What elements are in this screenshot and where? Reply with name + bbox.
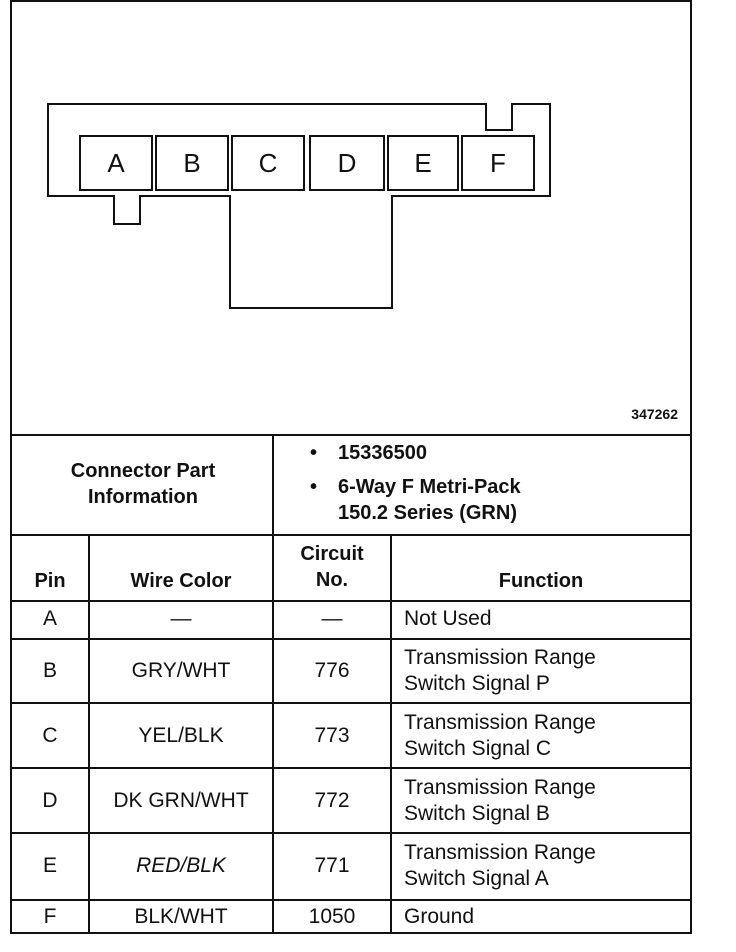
cell-wire: RED/BLK (136, 854, 226, 877)
divider (12, 534, 690, 536)
pin-label-e: E (414, 148, 432, 178)
description-line: 150.2 Series (GRN) (338, 502, 517, 524)
pin-label-d: D (337, 148, 357, 178)
divider (12, 832, 690, 834)
title-line: Connector Part (70, 460, 216, 482)
figure-number: 347262 (631, 406, 678, 422)
divider (88, 534, 90, 934)
pin-label-a: A (107, 148, 125, 178)
divider (12, 899, 690, 901)
cell-function: Transmission Range Switch Signal A (404, 840, 596, 892)
header-line: No. (315, 569, 349, 591)
cell-function: Not Used (404, 607, 492, 630)
cell-function: Transmission Range Switch Signal C (404, 710, 596, 762)
cell-pin: D (42, 789, 58, 812)
header-wire-color: Wire Color (130, 570, 232, 592)
cell-wire: — (170, 607, 192, 630)
bullet-icon: • (310, 442, 318, 464)
divider (12, 638, 690, 640)
title-line: Information (88, 486, 198, 508)
description-item: • 6-Way F Metri-Pack (310, 474, 521, 500)
pin-label-c: C (258, 148, 278, 178)
function-line: Switch Signal P (404, 672, 550, 695)
cell-pin: C (42, 724, 58, 747)
connector-part-info-title: Connector Part Information (12, 458, 274, 510)
function-line: Transmission Range (404, 646, 596, 669)
part-number-item: • 15336500 (310, 440, 521, 466)
function-line: Transmission Range (404, 711, 596, 734)
pin-label-f: F (490, 148, 506, 178)
function-line: Transmission Range (404, 841, 596, 864)
connector-part-info: • 15336500 • 6-Way F Metri-Pack 150.2 Seri… (310, 440, 521, 526)
cell-wire: BLK/WHT (134, 905, 228, 928)
connector-diagram: A B C D E F 347262 (12, 2, 690, 434)
cell-circuit: 773 (314, 724, 350, 747)
divider (12, 434, 690, 436)
cell-circuit: 1050 (308, 905, 356, 928)
header-circuit-no: Circuit No. (274, 541, 390, 593)
cell-pin: A (42, 607, 57, 630)
cell-pin: B (42, 659, 57, 682)
header-function: Function (498, 570, 584, 592)
divider (12, 600, 690, 602)
pin-label-b: B (183, 148, 201, 178)
cell-wire: DK GRN/WHT (113, 789, 249, 812)
connector-sheet: A B C D E F 347262 Connector Part Inform… (10, 0, 692, 934)
cell-pin: F (43, 905, 57, 928)
divider (390, 534, 392, 934)
cell-function: Ground (404, 905, 475, 928)
cell-wire: YEL/BLK (138, 724, 224, 747)
divider (12, 702, 690, 704)
cell-function: Transmission Range Switch Signal P (404, 645, 596, 697)
cell-circuit: — (321, 607, 343, 630)
description-line: 6-Way F Metri-Pack (338, 476, 521, 498)
header-line: Circuit (300, 543, 364, 565)
connector-face-drawing (47, 103, 551, 309)
cell-function: Transmission Range Switch Signal B (404, 775, 596, 827)
divider (272, 434, 274, 534)
header-pin: Pin (34, 570, 66, 592)
divider (12, 767, 690, 769)
part-number: 15336500 (338, 442, 427, 464)
function-line: Switch Signal A (404, 867, 549, 890)
cell-circuit: 771 (314, 854, 350, 877)
cell-circuit: 776 (314, 659, 350, 682)
function-line: Switch Signal B (404, 802, 550, 825)
function-line: Switch Signal C (404, 737, 552, 760)
cell-wire: GRY/WHT (131, 659, 231, 682)
divider (272, 534, 274, 934)
bullet-icon: • (310, 476, 318, 498)
cell-circuit: 772 (314, 789, 350, 812)
cell-pin: E (42, 854, 57, 877)
function-line: Transmission Range (404, 776, 596, 799)
